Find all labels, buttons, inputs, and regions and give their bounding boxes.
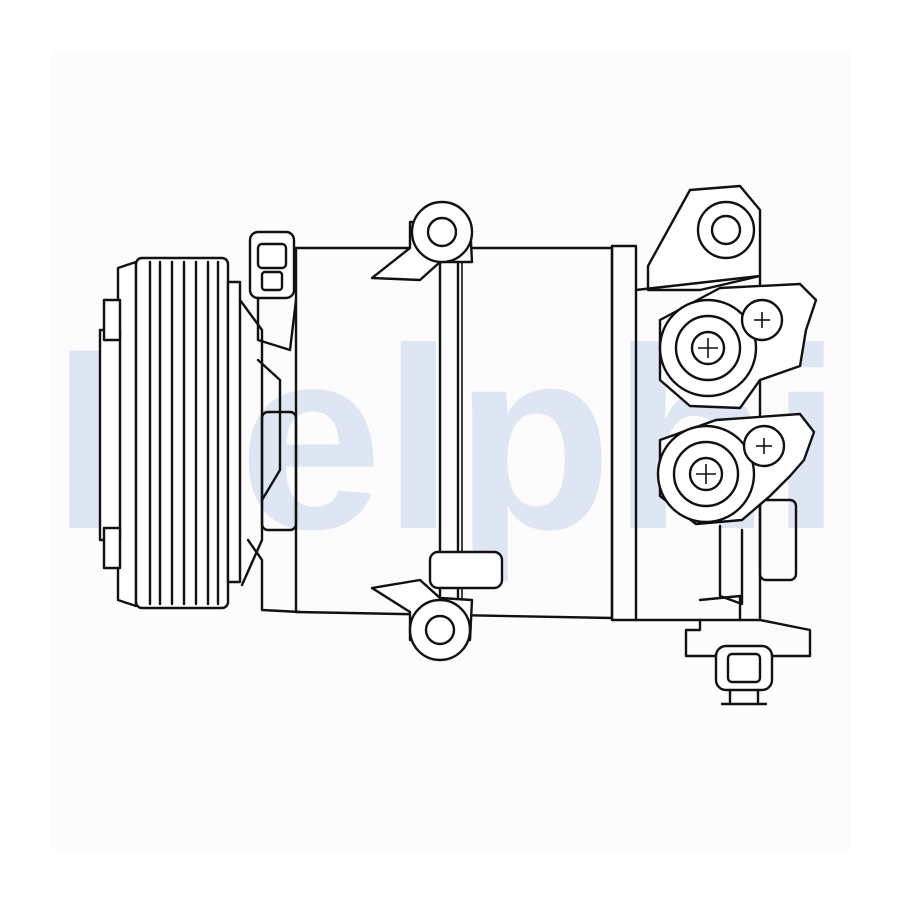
front-housing: [238, 298, 302, 614]
clutch-pulley: [98, 256, 242, 610]
mounting-ear-top-right: [646, 184, 762, 292]
mounting-ear-top-left: [370, 200, 474, 282]
discharge-port: [656, 412, 816, 526]
suction-port: [658, 282, 818, 410]
control-valve-connector: [714, 644, 774, 706]
clutch-connector: [248, 230, 298, 352]
rear-bracket: [698, 524, 744, 622]
mounting-ear-bottom-left: [370, 550, 504, 662]
